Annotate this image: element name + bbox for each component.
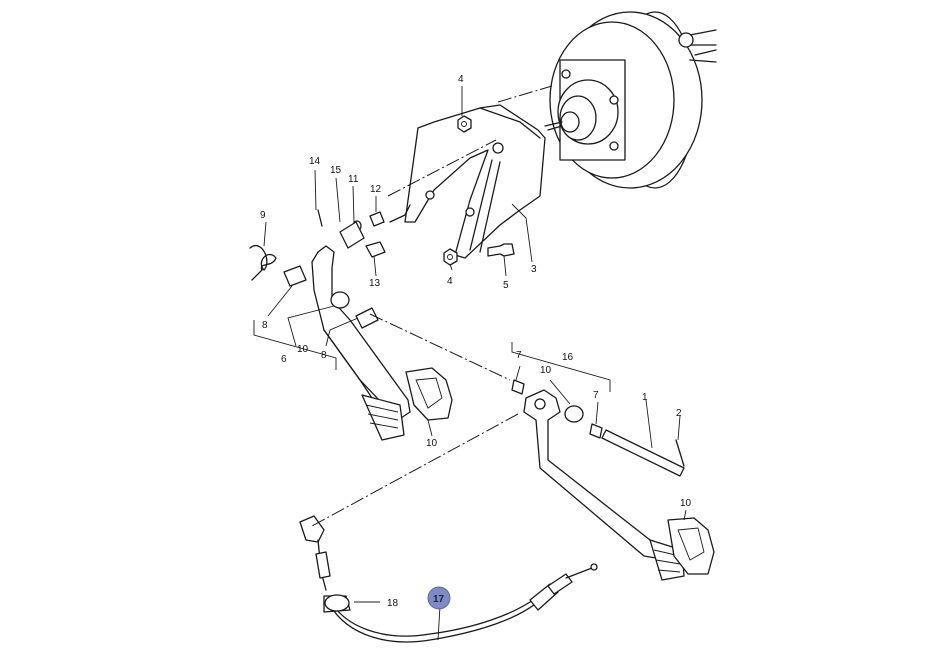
callout-8-right: 8 xyxy=(321,350,327,361)
hardware xyxy=(317,115,515,266)
callout-10-bracket: 10 xyxy=(297,344,309,355)
callout-4-bottom: 4 xyxy=(447,276,453,287)
brake-servo xyxy=(544,11,717,189)
callout-13: 13 xyxy=(369,278,381,289)
pedal-pads xyxy=(405,367,715,575)
shaft-1 xyxy=(601,429,685,477)
callout-9: 9 xyxy=(260,210,266,221)
pin-2 xyxy=(675,439,685,467)
callout-10-clutch: 10 xyxy=(540,365,552,376)
callout-15: 15 xyxy=(330,165,342,176)
callout-18: 18 xyxy=(387,598,399,609)
callout-2: 2 xyxy=(676,408,682,419)
pedal-bracket xyxy=(389,104,546,259)
callout-10-pad-right: 10 xyxy=(680,498,692,509)
nut-bottom xyxy=(443,248,458,266)
callout-12: 12 xyxy=(370,184,382,195)
callout-labels: 4 4 5 3 14 15 11 12 13 9 8 10 6 8 10 7 1… xyxy=(260,74,692,609)
callout-4-top: 4 xyxy=(458,74,464,85)
clutch-cable xyxy=(299,515,598,643)
highlight-marker[interactable] xyxy=(427,586,451,610)
callout-10-pad-left: 10 xyxy=(426,438,438,449)
pad-left xyxy=(405,367,453,421)
pad-right xyxy=(667,517,715,575)
callout-16: 16 xyxy=(562,352,574,363)
callout-11: 11 xyxy=(348,174,359,185)
pin-13 xyxy=(365,241,386,258)
brake-pedal xyxy=(249,245,411,441)
cable-eye xyxy=(299,515,325,543)
alignment-lines xyxy=(311,85,553,527)
washer-12 xyxy=(369,211,385,227)
callout-3: 3 xyxy=(531,264,537,275)
highlight-callout-17[interactable]: 17 xyxy=(427,586,451,610)
callout-14: 14 xyxy=(309,156,321,167)
callout-6: 6 xyxy=(281,354,287,365)
callout-7-left: 7 xyxy=(516,350,522,361)
group-brackets xyxy=(253,320,611,392)
cotter-pin-14 xyxy=(317,209,323,227)
bolt-5 xyxy=(487,243,515,257)
callout-7-right: 7 xyxy=(593,390,599,401)
nut-top xyxy=(457,115,472,133)
callout-8-left: 8 xyxy=(262,320,268,331)
clutch-pedal xyxy=(511,379,685,581)
callout-17[interactable]: 17 xyxy=(433,594,445,605)
callout-1: 1 xyxy=(642,392,648,403)
spring-9 xyxy=(249,245,277,271)
leader-lines xyxy=(263,86,687,641)
clevis-11 xyxy=(339,221,365,249)
callout-5: 5 xyxy=(503,280,509,291)
